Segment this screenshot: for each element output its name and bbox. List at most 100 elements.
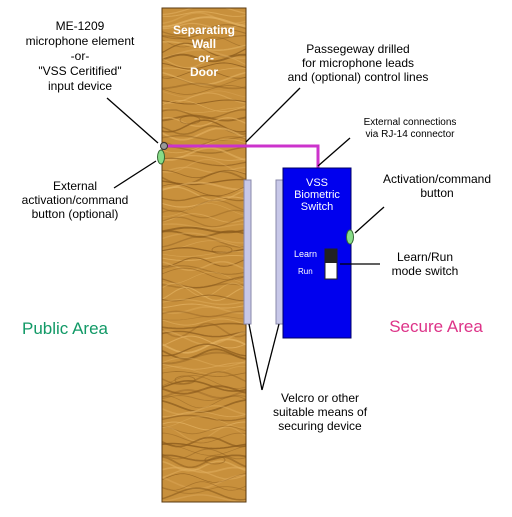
wood-grain-line (162, 473, 246, 483)
wood-grain-line (162, 209, 246, 219)
wood-grain-line (162, 196, 246, 208)
external-button-label: External activation/command button (opti… (22, 179, 129, 221)
wood-grain-line (162, 67, 246, 73)
wood-grain-line (162, 232, 246, 244)
wood-grain-line (162, 166, 246, 174)
wood-grain-line (162, 216, 246, 228)
wood-grain-line (162, 199, 246, 213)
mic-label-line1: ME-1209 (56, 19, 105, 33)
wood-grain-line (162, 305, 246, 315)
extconn-label-line2: via RJ-14 connector (366, 129, 456, 140)
wood-grain-line (162, 261, 246, 272)
wall-label: Separating Wall -or- Door (173, 23, 235, 79)
wood-grain-line (162, 466, 246, 474)
wood-grain-line (162, 183, 246, 197)
wood-grain-line (162, 298, 246, 306)
wood-grain-line (162, 283, 246, 289)
wood-grain-line (162, 362, 246, 370)
wood-grain-line (162, 251, 246, 257)
leader-velcro-right (261, 323, 280, 391)
wood-grain-line (162, 318, 246, 326)
wood-grain-line (162, 127, 246, 141)
switch-title-line3: Switch (301, 201, 333, 213)
passage-label-line1: Passegeway drilled (306, 42, 409, 56)
wood-grain-line (162, 343, 246, 357)
wood-grain-line (162, 303, 246, 309)
wood-grain-line (162, 487, 246, 501)
learn-label: Learn (294, 249, 317, 259)
switch-title: VSS Biometric Switch (294, 177, 340, 213)
wall-label-line1: Separating (173, 23, 235, 37)
microphone-element (160, 142, 168, 150)
wood-grain-line (162, 254, 246, 262)
leader-activation-button (354, 206, 385, 234)
wood-grain-line (162, 55, 246, 69)
wall-label-line2: Wall (192, 37, 216, 51)
leader-microphone (106, 97, 159, 144)
wood-grain-line (162, 186, 246, 202)
wood-grain-line (162, 85, 246, 95)
secure-area-label: Secure Area (389, 317, 483, 336)
wood-grain-line (162, 455, 246, 469)
switch-title-line2: Biometric (294, 189, 340, 201)
velcro-pad-device (275, 179, 284, 325)
wood-grain-line (162, 395, 246, 409)
wood-grain-line (162, 415, 246, 429)
wood-grain-line (162, 236, 246, 248)
activation-command-button (346, 229, 354, 245)
wood-grain-line (162, 240, 246, 252)
vss-biometric-switch: VSS Biometric Switch Learn Run (282, 167, 352, 339)
wood-grain-line (162, 432, 246, 444)
wood-grain-line (162, 410, 246, 418)
wood-grain-line (162, 203, 246, 217)
mic-label-line2: microphone element (26, 34, 135, 48)
wood-grain-line (162, 444, 246, 456)
mode-label-line1: Learn/Run (397, 250, 453, 264)
wood-grain-line (162, 230, 246, 238)
wood-grain-line (162, 322, 246, 330)
extconn-label-line1: External connections (364, 117, 457, 128)
wood-grain-line (162, 365, 246, 375)
external-connections-label: External connections via RJ-14 connector (364, 117, 457, 140)
wood-grain-line (162, 442, 246, 450)
mic-label-line4: "VSS Ceritified" (38, 64, 121, 78)
wood-grain-line (162, 315, 246, 321)
velcro-label: Velcro or other suitable means of securi… (273, 391, 368, 433)
velcro-label-line1: Velcro or other (281, 391, 359, 405)
wood-grain-line (162, 454, 246, 462)
external-activation-button (157, 149, 165, 165)
wood-grain-line (162, 474, 246, 490)
wood-grain-line (162, 310, 246, 318)
wood-grain-line (162, 42, 246, 58)
wood-grain-line (162, 28, 246, 40)
wood-grain-line (162, 330, 246, 338)
mode-switch-toggle (325, 249, 337, 263)
extbtn-label-line1: External (53, 179, 97, 193)
mic-label-line5: input device (48, 79, 112, 93)
leader-passageway (245, 87, 301, 143)
wood-grain-line (162, 109, 246, 119)
wood-grain-line (162, 395, 246, 401)
wood-grain-line (162, 22, 246, 30)
wood-grain (162, 8, 246, 502)
wood-grain-line (162, 348, 246, 360)
wood-grain-line (162, 404, 246, 416)
wood-grain-line (162, 494, 246, 502)
wood-grain-line (162, 34, 246, 42)
velcro-pad-wall (243, 179, 252, 325)
wood-grain-line (162, 481, 246, 491)
wood-grain-line (162, 194, 246, 202)
activation-button-label: Activation/command button (383, 172, 491, 200)
actbtn-label-line2: button (420, 186, 453, 200)
wood-grain-line (162, 213, 246, 223)
wood-grain-line (162, 16, 246, 28)
wood-grain-line (162, 389, 246, 399)
wood-grain-line (162, 24, 246, 37)
wood-grain-line (162, 265, 246, 275)
wood-grain-line (162, 71, 246, 86)
microphone-wire (164, 144, 320, 168)
wood-grain-line (162, 448, 246, 460)
velcro-label-line3: securing device (278, 419, 362, 433)
wood-grain-line (162, 425, 246, 435)
